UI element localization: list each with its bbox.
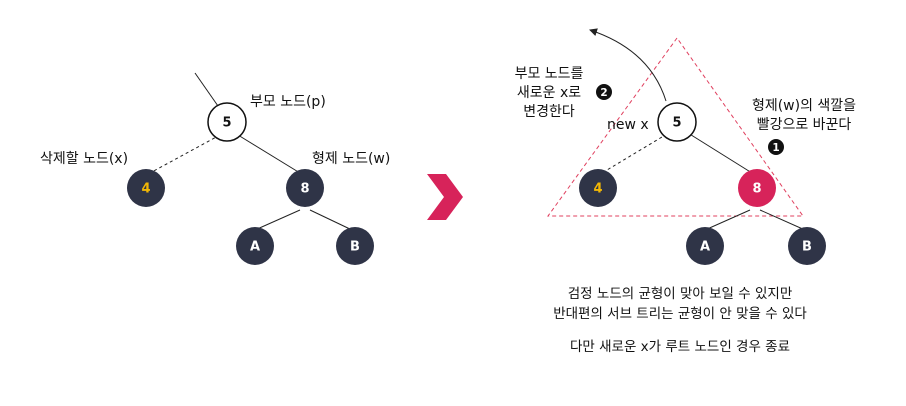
left-node-p-label: 5 [222, 116, 231, 131]
caption-line-2: 반대편의 서브 트리는 균형이 안 맞을 수 있다 [553, 306, 807, 322]
caption-termination: 다만 새로운 x가 루트 노드인 경우 종료 [570, 339, 790, 355]
right-node-w [738, 169, 776, 207]
left-parent-label: 부모 노드(p) [250, 94, 326, 110]
subtree-balance-triangle [547, 37, 804, 217]
transition-arrow-icon [427, 174, 463, 220]
right-node-p [657, 102, 697, 142]
step2-line-3: 변경한다 [523, 104, 575, 120]
right-edge-w-b [759, 209, 806, 231]
right-node-w-label: 8 [752, 182, 761, 197]
right-node-x-label: 4 [593, 182, 602, 197]
right-tree: 5 4 8 A B new x 부모 노드를 새로운 x로 변경한다 2 형제(… [515, 28, 856, 355]
left-tree: 5 4 8 A B 부모 노드(p) 삭제할 노드(x) 형제 노드(w) [40, 72, 390, 265]
left-sibling-label: 형제 노드(w) [312, 151, 390, 167]
right-node-p-label: 5 [672, 116, 681, 131]
step1-marker-icon [768, 139, 784, 155]
step1-line-2: 빨강으로 바꾼다 [757, 117, 852, 133]
right-edge-p-w [687, 132, 753, 174]
right-node-x [579, 169, 617, 207]
step2-line-2: 새로운 x로 [517, 85, 581, 101]
new-x-label: new x [607, 117, 649, 133]
right-edge-p-x [601, 133, 668, 174]
step2-line-1: 부모 노드를 [515, 66, 584, 82]
left-node-a-label: A [250, 240, 260, 255]
step2-marker-icon [596, 84, 612, 100]
left-node-b-label: B [350, 240, 360, 255]
left-edge-w-b [309, 209, 353, 231]
left-node-b [336, 227, 374, 265]
left-edge-root-incoming [194, 72, 219, 107]
left-delete-label: 삭제할 노드(x) [40, 151, 128, 167]
step2-marker-number: 2 [600, 87, 607, 99]
left-node-p [207, 102, 247, 142]
curved-arrow-icon [589, 28, 667, 102]
step1-marker-number: 1 [772, 142, 779, 154]
left-node-x [127, 169, 165, 207]
step1-line-1: 형제(w)의 색깔을 [752, 98, 856, 114]
left-edge-p-w [237, 134, 301, 174]
right-node-a [686, 227, 724, 265]
left-edge-w-a [254, 209, 301, 231]
right-node-b [788, 227, 826, 265]
left-node-x-label: 4 [141, 182, 150, 197]
left-node-w-label: 8 [300, 182, 309, 197]
left-edge-p-x [149, 134, 221, 174]
right-edge-w-a [704, 209, 751, 231]
caption-line-1: 검정 노드의 균형이 맞아 보일 수 있지만 [568, 286, 792, 302]
left-node-a [236, 227, 274, 265]
right-node-b-label: B [802, 240, 812, 255]
right-node-a-label: A [700, 240, 710, 255]
left-node-w [286, 169, 324, 207]
